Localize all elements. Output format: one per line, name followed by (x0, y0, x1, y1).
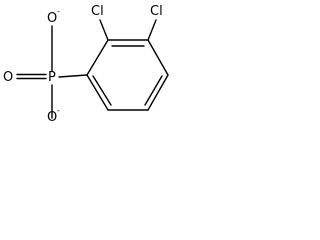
bond-inner-c4-c5 (144, 75, 163, 106)
chlorine-label-left: Cl (91, 4, 104, 19)
oxygen-bottom-charge: - (57, 106, 60, 115)
oxygen-label-left: O (3, 70, 13, 85)
oxygen-top-charge: - (57, 7, 60, 16)
phosphorus-label: P (48, 70, 56, 85)
bond-c3-cl (147, 19, 157, 41)
bond-c2-cl (99, 19, 109, 41)
bond-c4-c5 (147, 74, 169, 111)
bond-inner-c6-c1 (92, 75, 112, 106)
oxygen-label-bottom: O (47, 110, 57, 125)
bond-c3-c4 (147, 39, 169, 76)
structure-diagram: Cl Cl O - O P O - (3, 4, 169, 125)
bonds (16, 19, 169, 119)
atom-labels: Cl Cl O - O P O - (3, 4, 163, 125)
bond-c6-c1 (86, 74, 109, 111)
bond-c1-c2 (86, 39, 109, 76)
bond-p-c1 (58, 74, 88, 78)
chlorine-label-right: Cl (150, 4, 163, 19)
oxygen-label-top: O (47, 11, 57, 26)
